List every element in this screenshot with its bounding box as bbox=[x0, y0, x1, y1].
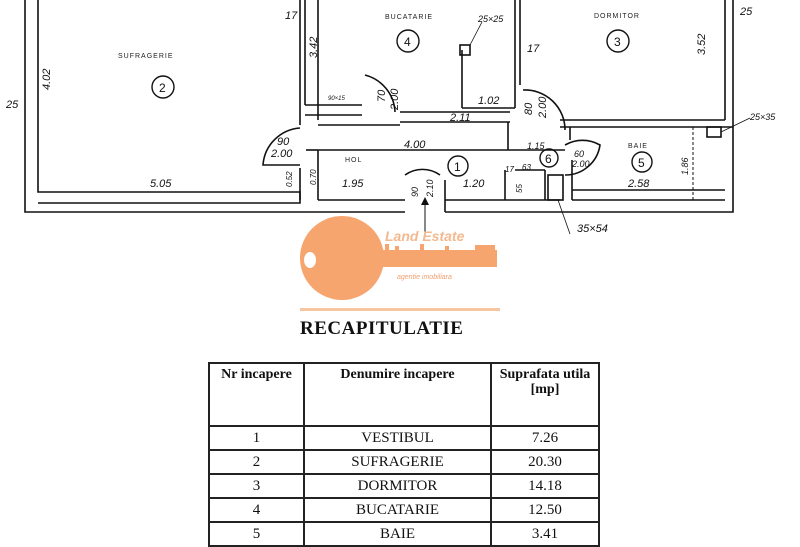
cell-area: 14.18 bbox=[490, 473, 600, 499]
room-number-circle bbox=[396, 29, 420, 53]
cell-nr: 3 bbox=[208, 473, 305, 499]
dim: 1.15 bbox=[527, 141, 546, 151]
dim: 4.02 bbox=[41, 69, 53, 90]
dim: 90×15 bbox=[328, 96, 346, 102]
room-label-sufragerie: SUFRAGERIE bbox=[118, 53, 174, 60]
dimensions: 5.05 4.02 25 17 3.42 90×15 90 2.00 0.52 … bbox=[5, 6, 776, 235]
header-nr: Nr incapere bbox=[208, 362, 305, 427]
dim: 2.00 bbox=[270, 148, 293, 160]
dim: 17 bbox=[527, 43, 540, 55]
cell-name: BUCATARIE bbox=[303, 497, 492, 523]
cell-name: SUFRAGERIE bbox=[303, 449, 492, 475]
dim: 0.52 bbox=[285, 171, 294, 187]
dim: 35×54 bbox=[577, 223, 608, 235]
dim: 25×25 bbox=[477, 14, 504, 24]
cell-area: 12.50 bbox=[490, 497, 600, 523]
dim: 17 bbox=[285, 10, 298, 22]
cell-name: DORMITOR bbox=[303, 473, 492, 499]
dim: 2.00 bbox=[389, 88, 401, 111]
cell-nr: 4 bbox=[208, 497, 305, 523]
dim: 90 bbox=[410, 187, 420, 197]
dim: 55 bbox=[515, 184, 524, 193]
room-number-circle bbox=[539, 148, 559, 168]
room-label-dormitor: DORMITOR bbox=[594, 13, 640, 20]
room-number-circle bbox=[631, 151, 653, 173]
dim: 2.10 bbox=[425, 179, 435, 198]
dim: 1.86 bbox=[680, 157, 690, 175]
dim: 25×35 bbox=[749, 112, 776, 122]
entry-arrow bbox=[421, 197, 429, 235]
dim: 0.70 bbox=[309, 169, 318, 185]
cell-area: 20.30 bbox=[490, 449, 600, 475]
room-label-bucatarie: BUCATARIE bbox=[385, 14, 433, 21]
room-number-4: 4 bbox=[404, 35, 411, 49]
cell-name: VESTIBUL bbox=[303, 425, 492, 451]
room-label-hol: HOL bbox=[345, 157, 362, 164]
table-header-row: Nr incapere Denumire incapere Suprafata … bbox=[208, 362, 600, 427]
walls bbox=[24, 0, 734, 213]
room-label-baie: BAIE bbox=[628, 143, 648, 150]
dim: 90 bbox=[277, 136, 290, 148]
cell-name: BAIE bbox=[303, 521, 492, 547]
header-name: Denumire incapere bbox=[303, 362, 492, 427]
dim: 3.42 bbox=[308, 37, 320, 58]
dim: 63 bbox=[522, 163, 531, 172]
land-estate-logo: Land Estate agentie imobiliara bbox=[300, 216, 500, 311]
cell-area: 3.41 bbox=[490, 521, 600, 547]
cell-nr: 2 bbox=[208, 449, 305, 475]
room-number-5: 5 bbox=[638, 156, 645, 170]
dim: 2.11 bbox=[449, 112, 471, 124]
dim: 2.00 bbox=[537, 96, 549, 119]
dim: 4.00 bbox=[404, 139, 426, 151]
dim: 25 bbox=[739, 6, 753, 18]
dim: 5.05 bbox=[150, 178, 172, 190]
cell-nr: 1 bbox=[208, 425, 305, 451]
dim: 2.00 bbox=[571, 159, 590, 169]
cell-area: 7.26 bbox=[490, 425, 600, 451]
dim: 1.20 bbox=[463, 178, 485, 190]
dim: 1.02 bbox=[478, 95, 499, 107]
dim: 60 bbox=[574, 149, 584, 159]
room-number-circle bbox=[151, 75, 175, 99]
room-number-6: 6 bbox=[545, 152, 552, 166]
svg-text:Land Estate: Land Estate bbox=[385, 228, 465, 244]
cell-nr: 5 bbox=[208, 521, 305, 547]
room-number-circle bbox=[606, 29, 630, 53]
dim: 70 bbox=[376, 89, 388, 102]
dim: 17 bbox=[505, 165, 514, 174]
floor-plan: SUFRAGERIE 2 BUCATARIE 4 DORMITOR 3 BAIE… bbox=[5, 0, 776, 311]
dim: 25 bbox=[5, 99, 19, 111]
room-number-2: 2 bbox=[159, 81, 166, 95]
dim: 3.52 bbox=[696, 34, 708, 55]
dim: 1.95 bbox=[342, 178, 364, 190]
header-area: Suprafata utila [mp] bbox=[490, 362, 600, 427]
dim: 2.58 bbox=[627, 178, 650, 190]
svg-text:agentie imobiliara: agentie imobiliara bbox=[397, 274, 452, 281]
room-number-circle bbox=[447, 155, 469, 177]
recap-title: RECAPITULATIE bbox=[300, 318, 464, 339]
recap-table: Nr incapere Denumire incapere Suprafata … bbox=[208, 362, 600, 547]
room-number-3: 3 bbox=[614, 35, 621, 49]
room-number-1: 1 bbox=[454, 160, 461, 174]
dim: 80 bbox=[523, 102, 535, 115]
